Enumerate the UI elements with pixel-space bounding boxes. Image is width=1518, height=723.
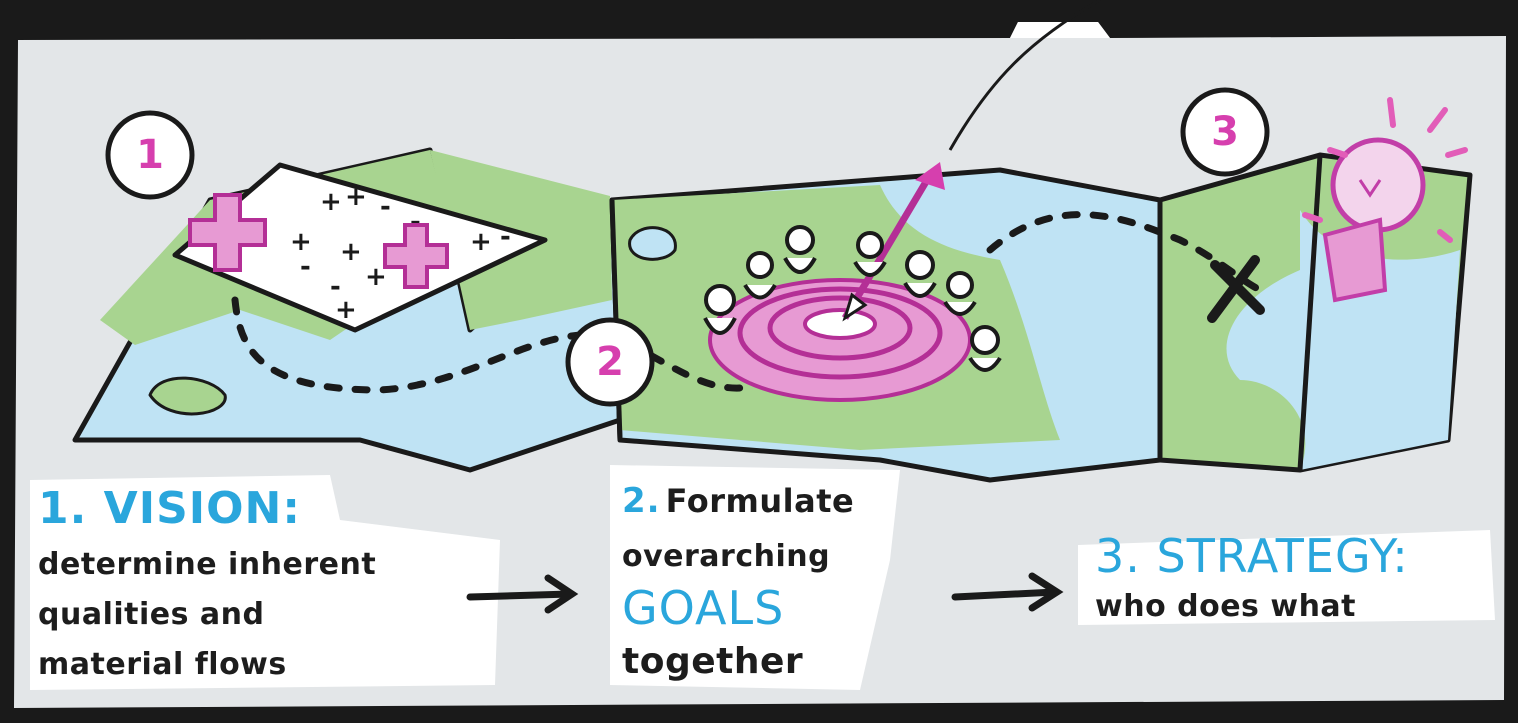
lightbulb-icon — [1302, 97, 1468, 303]
number-circle-3 — [1180, 87, 1270, 177]
panel-top-gap — [1010, 22, 1110, 38]
caption-strategy: 3. STRATEGY: who does what — [1095, 528, 1409, 630]
caption-blob-2 — [610, 465, 900, 690]
pink-plus-small-icon — [383, 223, 449, 289]
map-panel-2-lake — [628, 226, 677, 261]
caption-vision-line: qualities and — [38, 597, 265, 632]
step-number-1: 1 — [136, 132, 164, 178]
caption-goals-highlight: GOALS — [622, 581, 785, 635]
svg-text:+: + — [340, 237, 362, 267]
caption-vision-line: determine inherent — [38, 547, 377, 582]
pink-plus-large-icon — [188, 193, 267, 272]
caption-goals-title-text: Formulate — [665, 482, 855, 520]
svg-text:-: - — [330, 272, 341, 302]
caption-strategy-title: 3. STRATEGY: — [1095, 529, 1409, 583]
arrow-icon — [841, 162, 945, 322]
route-dotted-path — [231, 211, 1264, 394]
caption-goals-number: 2. — [622, 481, 661, 521]
caption-goals-title: 2. Formulate — [622, 475, 854, 533]
svg-text:+: + — [365, 262, 387, 292]
caption-goals: 2. Formulate overarching GOALS together — [622, 475, 854, 689]
caption-vision-title: 1. VISION: — [38, 483, 301, 534]
sheet-marks: +++ --+ -++ +-- — [290, 182, 511, 325]
caption-blob-3 — [1078, 530, 1495, 625]
svg-text:+: + — [335, 295, 357, 325]
svg-text:+: + — [345, 182, 367, 212]
caption-blob-1 — [30, 475, 500, 690]
fold-line-3 — [1297, 154, 1323, 471]
hanging-string — [948, 0, 1101, 151]
svg-text:-: - — [410, 207, 421, 237]
number-circle-1 — [105, 110, 195, 200]
svg-text:+: + — [470, 227, 492, 257]
map-panel-1-island — [148, 376, 227, 416]
map-panel-3-water — [1226, 210, 1460, 470]
x-marker-icon — [1207, 255, 1265, 323]
svg-text:-: - — [380, 192, 391, 222]
svg-text:+: + — [320, 187, 342, 217]
caption-vision-line: material flows — [38, 647, 287, 682]
caption-goals-line: together — [622, 641, 804, 682]
caption-strategy-line: who does what — [1095, 589, 1357, 624]
folded-map — [72, 147, 1473, 483]
caption-vision: 1. VISION: determine inherent qualities … — [38, 480, 376, 690]
step-number-3: 3 — [1211, 109, 1239, 155]
svg-text:+: + — [290, 227, 312, 257]
step-number-2: 2 — [596, 339, 624, 385]
target-icon — [708, 278, 972, 402]
number-circle-2 — [565, 317, 655, 407]
caption-goals-line: overarching — [622, 539, 831, 574]
arrow-right-icon — [951, 572, 1064, 612]
pros-cons-sheet: +++ --+ -++ +-- — [172, 162, 548, 333]
svg-text:-: - — [300, 252, 311, 282]
people-figures-icon — [703, 225, 1002, 372]
arrow-right-icon — [466, 574, 579, 614]
svg-text:-: - — [500, 222, 511, 252]
